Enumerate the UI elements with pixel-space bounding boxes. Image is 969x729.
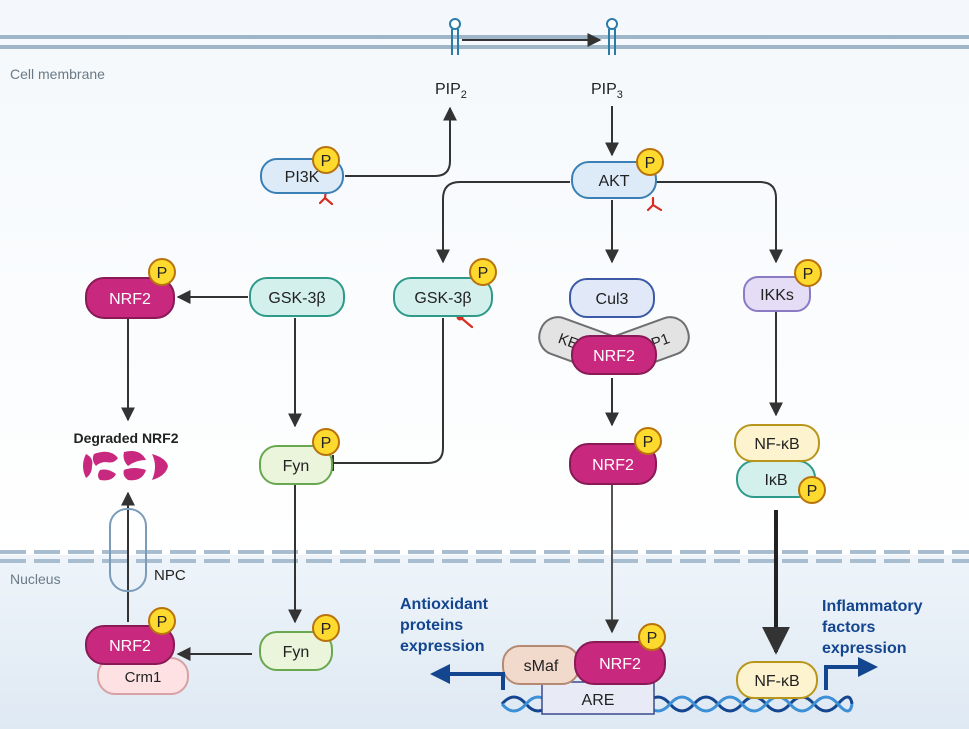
svg-text:P: P	[643, 434, 654, 451]
gsk3b-label: GSK-3β	[268, 290, 325, 307]
nrf2-label: NRF2	[599, 656, 641, 673]
pi3k-label: PI3K	[285, 169, 320, 186]
svg-text:P: P	[645, 155, 656, 172]
nrf2-node-free: NRF2	[569, 443, 657, 485]
svg-text:NRF2: NRF2	[109, 638, 151, 655]
phosphate-badge-nrf2-nuclear: P	[148, 607, 176, 635]
svg-text:P: P	[321, 621, 332, 638]
akt-label: AKT	[598, 173, 629, 190]
arrow-akt-gsk	[436, 181, 570, 264]
phosphate-badge-gsk-mid: P	[469, 258, 497, 286]
svg-text:P: P	[157, 265, 168, 282]
degraded-nrf2-label: Degraded NRF2	[73, 430, 178, 446]
nrf2-node-are: NRF2	[574, 641, 666, 685]
nuclear-membrane	[0, 550, 969, 563]
nrf2-bound	[571, 335, 657, 375]
phosphate-badges: P P P P P P P P P P P	[148, 146, 826, 651]
phosphate-badge-ikb: P	[798, 476, 826, 504]
svg-text:P: P	[807, 483, 818, 500]
nfkb-node-nucleus: NF-κB	[736, 661, 818, 699]
svg-text:P: P	[647, 630, 658, 647]
arrow-akt-ikks	[656, 181, 783, 264]
npc-label: NPC	[154, 567, 186, 584]
pip3-lipid-icon	[606, 18, 618, 55]
nrf2-label: NRF2	[109, 291, 151, 308]
fyn-label: Fyn	[283, 644, 310, 661]
nrf2-crm1-complex: Crm1 NRF2	[85, 625, 189, 695]
degraded-nrf2-fragments-icon	[83, 451, 168, 481]
fyn-node-nucleus: Fyn	[259, 631, 333, 671]
cell-membrane	[0, 35, 969, 49]
inflammatory-expression-label: Inflammatory factors expression	[822, 598, 927, 657]
gsk3b-node-phospho: GSK-3β	[393, 277, 493, 317]
svg-text:NRF2: NRF2	[593, 348, 635, 365]
inhibit-gsk-fyn	[333, 318, 444, 464]
smaf-node: sMaf	[502, 645, 580, 685]
phosphate-badge-pi3k: P	[312, 146, 340, 174]
nfkb	[734, 424, 820, 462]
akt-node: AKT	[571, 161, 657, 199]
pip2-label: PIP2	[435, 81, 467, 101]
svg-text:P: P	[157, 614, 168, 631]
svg-text:NF-κB: NF-κB	[754, 436, 799, 453]
nrf2-label: NRF2	[592, 457, 634, 474]
smaf-label: sMaf	[524, 658, 559, 675]
phosphate-badge-nrf2-left: P	[148, 258, 176, 286]
fyn-label: Fyn	[283, 458, 310, 475]
svg-text:Cul3: Cul3	[596, 291, 629, 308]
svg-text:IκB: IκB	[764, 472, 787, 489]
svg-text:P: P	[478, 265, 489, 282]
nrf2-nuclear	[85, 625, 175, 665]
svg-text:P: P	[803, 266, 814, 283]
svg-text:ARE: ARE	[582, 692, 615, 709]
nfkb-ikb-complex: IκB NF-κB	[734, 424, 820, 498]
keap1-cul3-nrf2-complex: KEAP1 KEAP1 NRF2 Cul3	[538, 278, 690, 375]
pip2-lipid-icon	[449, 18, 461, 55]
nfkb-label: NF-κB	[754, 673, 799, 690]
are-element: ARE	[541, 681, 655, 715]
phosphate-badge-nrf2-are: P	[638, 623, 666, 651]
ikks-node: IKKs	[743, 276, 811, 312]
svg-text:P: P	[321, 435, 332, 452]
akt-inhibitor-icon	[646, 196, 663, 212]
pip3-label: PIP3	[591, 81, 623, 101]
svg-text:Crm1: Crm1	[125, 669, 162, 686]
phosphate-badge-nrf2-free: P	[634, 427, 662, 455]
svg-text:P: P	[321, 153, 332, 170]
gsk3b-node-left: GSK-3β	[249, 277, 345, 317]
gsk3b-label: GSK-3β	[414, 290, 471, 307]
nrf2-node-cytoplasm: NRF2	[85, 277, 175, 319]
arrow-pi3k-pip2	[345, 106, 457, 177]
ikks-label: IKKs	[760, 287, 794, 304]
nucleus-label: Nucleus	[10, 571, 61, 587]
fyn-node-cytoplasm: Fyn	[259, 445, 333, 485]
cul3	[569, 278, 655, 318]
phosphate-badge-akt: P	[636, 148, 664, 176]
pathway-arrows	[121, 106, 783, 661]
phosphate-badge-fyn-mid: P	[312, 428, 340, 456]
inflammatory-transcription-arrow	[824, 657, 878, 690]
phosphate-badge-ikks: P	[794, 259, 822, 287]
npc-pore	[109, 508, 147, 592]
cell-membrane-label: Cell membrane	[10, 66, 105, 82]
phosphate-badge-fyn-nuclear: P	[312, 614, 340, 642]
antioxidant-transcription-arrow	[430, 664, 505, 690]
antioxidant-expression-label: Antioxidant proteins expression	[400, 596, 492, 655]
